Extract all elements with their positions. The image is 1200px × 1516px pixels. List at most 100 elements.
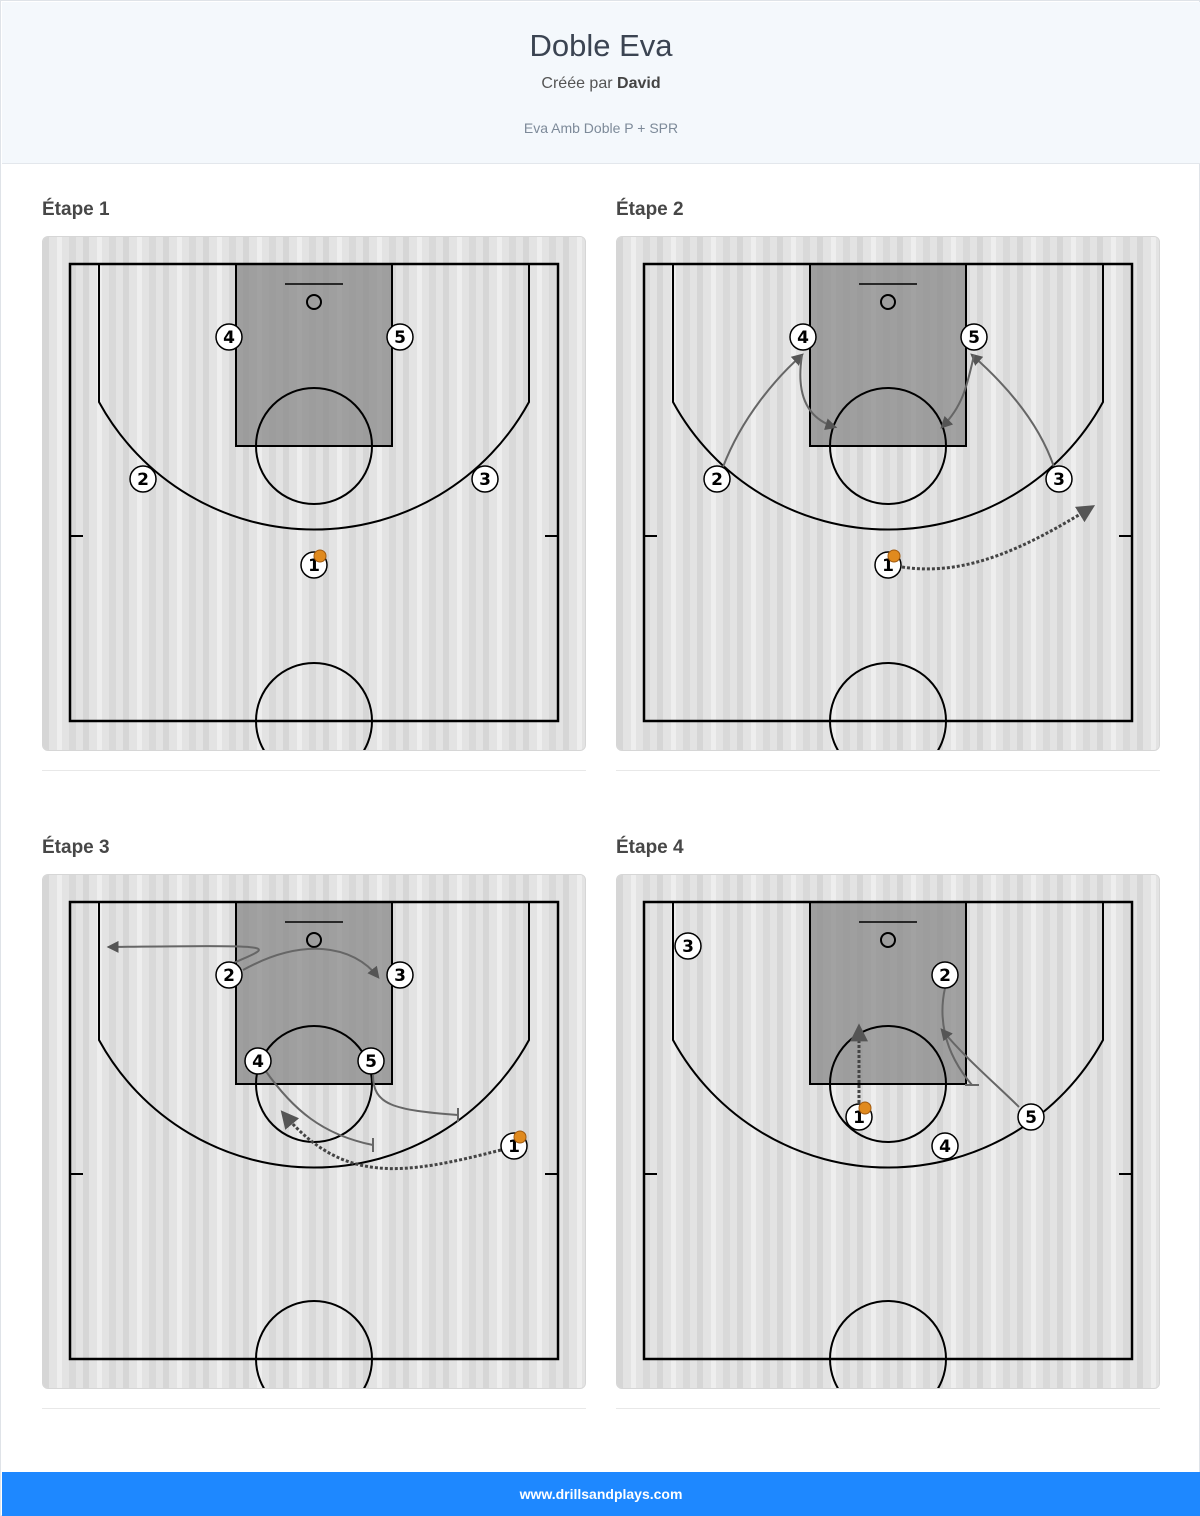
center-circle [255, 662, 373, 750]
player-number: 3 [1053, 470, 1065, 490]
player-number: 5 [365, 1052, 377, 1072]
screen-line [372, 1074, 459, 1116]
player-4: 4 [931, 1132, 959, 1160]
court-diagram: 2 3 4 5 1 [42, 874, 586, 1389]
divider [42, 1408, 586, 1409]
author-prefix: Créée par [541, 75, 613, 92]
court-svg: 2 3 4 5 1 [43, 875, 585, 1388]
footer-link[interactable]: www.drillsandplays.com [519, 1486, 683, 1502]
action-lines [106, 940, 502, 1171]
player-1: 1 [845, 1101, 873, 1131]
action-lines [850, 987, 1020, 1108]
basketball-icon [858, 1101, 872, 1115]
free-throw-circle [829, 387, 947, 505]
court-lines [642, 900, 1134, 1388]
player-2: 2 [931, 961, 959, 989]
player-3: 3 [471, 465, 499, 493]
play-subtitle: Eva Amb Doble P + SPR [523, 120, 679, 136]
court-svg: 3 2 1 5 4 [617, 875, 1159, 1388]
court-lines [68, 262, 560, 750]
cut-arrow [722, 353, 804, 468]
player-number: 4 [939, 1137, 951, 1157]
free-throw-circle [829, 1025, 947, 1143]
court-svg: 4 5 2 3 1 [43, 237, 585, 750]
court-diagram: 4 5 2 3 1 [616, 236, 1160, 751]
player-number: 1 [882, 556, 894, 576]
hoop [880, 294, 896, 310]
cut-arrow [242, 947, 380, 979]
basketball-icon [513, 1130, 527, 1144]
paint-outline [235, 263, 393, 447]
court-diagram: 3 2 1 5 4 [616, 874, 1160, 1389]
player-5: 5 [386, 323, 414, 351]
court-lines [642, 262, 1134, 750]
paint-area [810, 264, 966, 446]
player-3: 3 [386, 961, 414, 989]
screen-line [264, 1069, 374, 1146]
player-number: 3 [479, 470, 491, 490]
player-2: 2 [129, 465, 157, 493]
step-title: Étape 1 [42, 199, 110, 220]
player-number: 2 [939, 966, 951, 986]
player-1: 1 [874, 549, 902, 579]
player-number: 4 [223, 328, 235, 348]
three-point-line [98, 264, 530, 531]
free-throw-circle [255, 387, 373, 505]
basketball-icon [313, 549, 327, 563]
paint-area [236, 264, 392, 446]
player-number: 2 [223, 966, 235, 986]
step-title: Étape 4 [616, 837, 684, 858]
player-number: 4 [252, 1052, 264, 1072]
paint-area [810, 902, 966, 1084]
court-svg: 4 5 2 3 1 [617, 237, 1159, 750]
cut-arrow [970, 353, 1055, 468]
paint-outline [809, 263, 967, 447]
dribble-arrow [280, 1110, 502, 1171]
author-line: Créée par David [2, 75, 1200, 93]
player-2: 2 [703, 465, 731, 493]
paint-outline [235, 901, 393, 1085]
player-number: 3 [394, 966, 406, 986]
step-title: Étape 2 [616, 199, 684, 220]
player-5: 5 [357, 1047, 385, 1075]
player-3: 3 [1045, 465, 1073, 493]
player-1: 1 [500, 1130, 528, 1160]
player-number: 5 [394, 328, 406, 348]
player-number: 4 [797, 328, 809, 348]
player-3: 3 [674, 932, 702, 960]
player-4: 4 [244, 1047, 272, 1075]
hoop [306, 294, 322, 310]
player-2: 2 [215, 961, 243, 989]
cut-arrow [940, 1028, 1020, 1108]
player-number: 2 [711, 470, 723, 490]
three-point-line [672, 902, 1104, 1169]
center-circle [829, 1300, 947, 1388]
player-5: 5 [960, 323, 988, 351]
court-diagram: 4 5 2 3 1 [42, 236, 586, 751]
player-number: 5 [968, 328, 980, 348]
cut-arrow [106, 940, 260, 966]
three-point-line [98, 902, 530, 1169]
player-number: 3 [682, 937, 694, 957]
player-4: 4 [215, 323, 243, 351]
basketball-icon [887, 549, 901, 563]
cut-arrow [940, 354, 975, 429]
player-number: 5 [1025, 1108, 1037, 1128]
dribble-arrow [901, 505, 1096, 571]
page-title: Doble Eva [529, 28, 673, 63]
divider [616, 770, 1160, 771]
step-title: Étape 3 [42, 837, 110, 858]
center-circle [829, 662, 947, 750]
player-5: 5 [1017, 1103, 1045, 1131]
player-number: 1 [508, 1137, 520, 1157]
hoop [880, 932, 896, 948]
author-name: David [617, 75, 661, 92]
three-point-line [672, 264, 1104, 531]
center-circle [255, 1300, 373, 1388]
footer: www.drillsandplays.com [2, 1472, 1200, 1516]
player-1: 1 [300, 549, 328, 579]
action-lines [722, 353, 1096, 571]
player-number: 1 [308, 556, 320, 576]
divider [42, 770, 586, 771]
